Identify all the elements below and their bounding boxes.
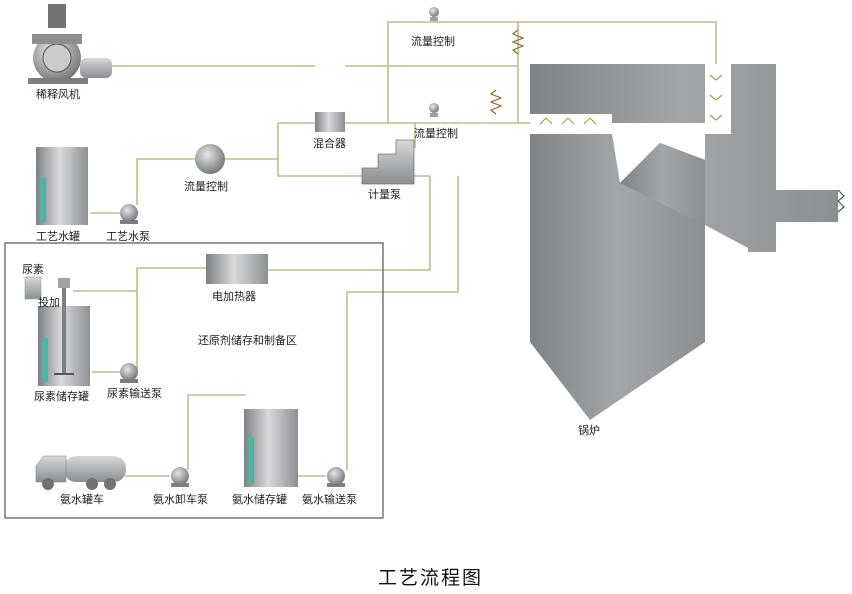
label-flow-control: 流量控制	[184, 179, 228, 193]
flow-control-valve-icon	[429, 7, 439, 21]
label-metering-pump: 计量泵	[368, 188, 401, 201]
label-urea-pump: 尿素输送泵	[107, 386, 162, 400]
flow-control-meter	[195, 144, 225, 174]
dilution-fan	[28, 4, 112, 84]
flow-control-valve-icon	[429, 103, 439, 117]
ammonia-tanker-truck	[35, 455, 126, 490]
label-process-water-tank: 工艺水罐	[36, 230, 80, 243]
label-ammonia-unload-pump: 氨水卸车泵	[153, 492, 208, 506]
label-urea: 尿素	[22, 263, 44, 276]
label-dilution-fan: 稀释风机	[36, 87, 80, 101]
urea-transfer-pump	[120, 363, 138, 383]
label-ammonia-tank: 氨水储存罐	[232, 492, 287, 506]
ammonia-transfer-pump	[327, 467, 345, 487]
figure-caption: 工艺流程图	[378, 567, 483, 589]
label-boiler: 锅炉	[578, 424, 600, 437]
mixer	[315, 112, 345, 132]
boiler	[530, 64, 845, 420]
label-flow-control-top: 流量控制	[411, 34, 455, 48]
label-flow-control-mid: 流量控制	[414, 126, 458, 140]
label-ammonia-truck: 氨水罐车	[60, 492, 104, 506]
electric-heater	[206, 254, 268, 284]
label-dosing: 投加	[38, 295, 60, 309]
urea-bag	[24, 276, 42, 300]
ammonia-unload-pump	[171, 467, 189, 487]
label-electric-heater: 电加热器	[212, 290, 256, 303]
process-water-tank	[36, 147, 88, 225]
metering-pump	[361, 139, 415, 185]
reagent-zone-border	[4, 242, 384, 519]
label-reagent-zone: 还原剂储存和制备区	[198, 333, 297, 347]
label-mixer: 混合器	[313, 136, 346, 150]
label-urea-tank: 尿素储存罐	[34, 389, 89, 403]
expansion-joints	[489, 29, 525, 115]
ammonia-storage-tank	[244, 409, 298, 487]
process-water-pump	[120, 204, 138, 224]
label-process-water-pump: 工艺水泵	[106, 230, 150, 243]
label-ammonia-pump: 氨水输送泵	[302, 492, 357, 506]
urea-storage-tank	[38, 278, 90, 386]
